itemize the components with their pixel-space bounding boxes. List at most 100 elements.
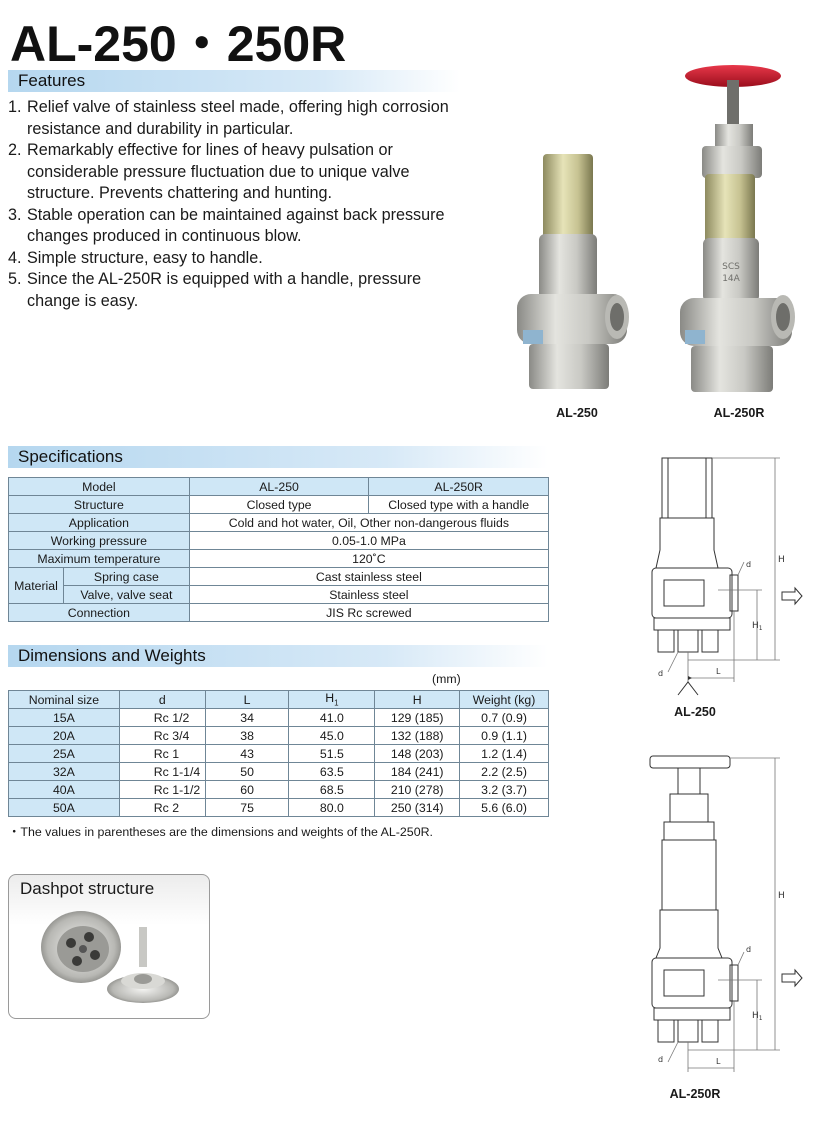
features-list: 1. Relief valve of stainless steel made, … bbox=[8, 97, 478, 312]
table-row: 20A Rc 3/4 38 45.0 132 (188) 0.9 (1.1) bbox=[8, 726, 549, 745]
col-nominal-size: Nominal size bbox=[8, 690, 120, 709]
cell-L: 38 bbox=[204, 726, 290, 745]
dimensions-note: ・The values in parentheses are the dimen… bbox=[8, 825, 433, 839]
table-header-row: Nominal size d L H1 H Weight (kg) bbox=[8, 690, 549, 709]
features-heading: Features bbox=[18, 71, 86, 90]
cell-d: Rc 1-1/2 bbox=[118, 780, 206, 799]
temperature-label: Maximum temperature bbox=[8, 549, 190, 568]
cell-H1: 68.5 bbox=[288, 780, 376, 799]
cell-H1: 63.5 bbox=[288, 762, 376, 781]
drawing-caption-al-250: AL-250 bbox=[674, 705, 716, 719]
cell-size: 50A bbox=[8, 798, 120, 817]
dimensions-heading: Dimensions and Weights bbox=[18, 646, 206, 665]
col-H: H bbox=[374, 690, 461, 709]
table-row: Application Cold and hot water, Oil, Oth… bbox=[8, 513, 550, 532]
drawing-caption-al-250r: AL-250R bbox=[669, 1087, 721, 1101]
cell-size: 25A bbox=[8, 744, 120, 763]
specifications-heading: Specifications bbox=[18, 447, 123, 466]
cell-H1: 45.0 bbox=[288, 726, 376, 745]
cell-size: 20A bbox=[8, 726, 120, 745]
dashpot-heading: Dashpot structure bbox=[20, 879, 155, 898]
connection-value: JIS Rc screwed bbox=[188, 603, 550, 622]
model-label: Model bbox=[8, 477, 190, 496]
feature-number: 2. bbox=[8, 141, 22, 159]
dimensions-section-bar: Dimensions and Weights bbox=[8, 645, 548, 667]
page-title: AL-250・250R bbox=[10, 16, 347, 72]
spring-case-value: Cast stainless steel bbox=[188, 567, 550, 586]
feature-text: Since the AL-250R is equipped with a han… bbox=[27, 270, 422, 310]
cell-weight: 5.6 (6.0) bbox=[459, 798, 549, 817]
cell-H1: 41.0 bbox=[288, 708, 376, 727]
cell-d: Rc 2 bbox=[118, 798, 206, 817]
specifications-section-bar: Specifications bbox=[8, 446, 548, 468]
temperature-value: 120˚C bbox=[188, 549, 550, 568]
drawing-label-d-bottom: d bbox=[658, 669, 663, 678]
drawing-label-d-bottom: d bbox=[658, 1055, 663, 1064]
svg-text:14A: 14A bbox=[722, 274, 740, 284]
cell-L: 60 bbox=[204, 780, 290, 799]
table-row: 32A Rc 1-1/4 50 63.5 184 (241) 2.2 (2.5) bbox=[8, 762, 549, 781]
table-row: Maximum temperature 120˚C bbox=[8, 549, 550, 568]
cell-weight: 0.9 (1.1) bbox=[459, 726, 549, 745]
drawing-label-H1: H1 bbox=[752, 1011, 763, 1022]
feature-number: 5. bbox=[8, 270, 22, 288]
specifications-table: Model AL-250 AL-250R Structure Closed ty… bbox=[8, 477, 550, 622]
drawing-label-d-top: d bbox=[746, 560, 751, 569]
feature-item: 5. Since the AL-250R is equipped with a h… bbox=[8, 269, 478, 312]
drawing-al-250: H H1 d d L bbox=[651, 457, 803, 696]
drawing-label-L: L bbox=[716, 1057, 721, 1066]
svg-text:SCS: SCS bbox=[722, 262, 740, 272]
pressure-label: Working pressure bbox=[8, 531, 190, 550]
dashpot-panel: Dashpot structure bbox=[8, 874, 210, 1019]
feature-number: 1. bbox=[8, 98, 22, 116]
table-row: Working pressure 0.05-1.0 MPa bbox=[8, 531, 550, 550]
table-row: Structure Closed type Closed type with a… bbox=[8, 495, 549, 514]
cell-H: 250 (314) bbox=[374, 798, 461, 817]
feature-text: Remarkably effective for lines of heavy … bbox=[27, 141, 410, 202]
cell-d: Rc 1 bbox=[118, 744, 206, 763]
table-row: 40A Rc 1-1/2 60 68.5 210 (278) 3.2 (3.7) bbox=[8, 780, 549, 799]
table-row: Material Spring case Cast stainless stee… bbox=[8, 567, 550, 604]
cell-H: 148 (203) bbox=[374, 744, 461, 763]
feature-item: 3.Stable operation can be maintained aga… bbox=[8, 205, 478, 248]
cell-weight: 2.2 (2.5) bbox=[459, 762, 549, 781]
feature-text: Relief valve of stainless steel made, of… bbox=[27, 98, 449, 138]
model-al-250: AL-250 bbox=[188, 477, 370, 496]
cell-H: 129 (185) bbox=[374, 708, 461, 727]
drawing-al-250r: H H1 d d L bbox=[649, 755, 803, 1072]
col-weight: Weight (kg) bbox=[459, 690, 549, 709]
cell-H: 184 (241) bbox=[374, 762, 461, 781]
spring-case-label: Spring case bbox=[62, 567, 190, 586]
feature-number: 3. bbox=[8, 205, 22, 224]
model-al-250r: AL-250R bbox=[368, 477, 549, 496]
feature-item: 4.Simple structure, easy to handle. bbox=[8, 248, 478, 270]
drawing-label-H: H bbox=[778, 555, 785, 565]
cell-H1: 51.5 bbox=[288, 744, 376, 763]
valve-seat-label: Valve, valve seat bbox=[62, 585, 190, 604]
drawing-label-H: H bbox=[778, 891, 785, 901]
feature-number: 4. bbox=[8, 248, 22, 267]
structure-label: Structure bbox=[8, 495, 190, 514]
cell-H1: 80.0 bbox=[288, 798, 376, 817]
table-row: Valve, valve seat Stainless steel bbox=[9, 585, 550, 604]
dimensions-table: Nominal size d L H1 H Weight (kg) 15A Rc… bbox=[8, 690, 549, 817]
cell-size: 32A bbox=[8, 762, 120, 781]
dashpot-illustration bbox=[41, 911, 179, 1003]
cell-size: 40A bbox=[8, 780, 120, 799]
valve-seat-value: Stainless steel bbox=[188, 585, 550, 604]
cell-weight: 1.2 (1.4) bbox=[459, 744, 549, 763]
photo-caption-al-250r: AL-250R bbox=[713, 406, 765, 420]
col-H1: H1 bbox=[288, 690, 376, 709]
table-row: Model AL-250 AL-250R bbox=[8, 477, 549, 496]
cell-d: Rc 1/2 bbox=[118, 708, 206, 727]
features-section-bar: Features bbox=[8, 70, 460, 92]
cell-L: 34 bbox=[204, 708, 290, 727]
cell-weight: 3.2 (3.7) bbox=[459, 780, 549, 799]
cell-d: Rc 3/4 bbox=[118, 726, 206, 745]
structure-al-250: Closed type bbox=[188, 495, 370, 514]
table-row: Connection JIS Rc screwed bbox=[8, 603, 550, 622]
product-photos: SCS 14A bbox=[517, 65, 795, 392]
al-250r-photo: SCS 14A bbox=[680, 65, 795, 392]
cell-L: 75 bbox=[204, 798, 290, 817]
table-row: 50A Rc 2 75 80.0 250 (314) 5.6 (6.0) bbox=[8, 798, 549, 817]
